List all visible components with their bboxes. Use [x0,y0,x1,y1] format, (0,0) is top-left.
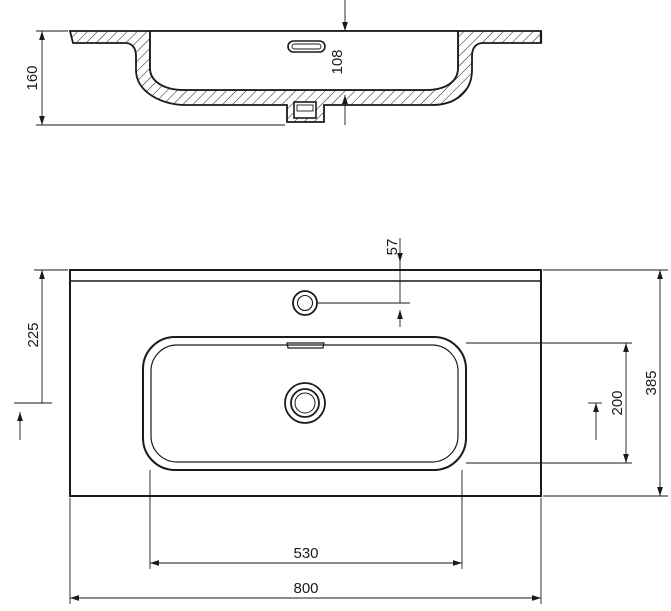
drain-outlet [293,101,317,119]
dim-tap-offset-label: 57 [384,239,401,256]
dim-height-label: 160 [24,65,41,90]
dim-depth-to-tap-label: 225 [25,322,42,347]
tap-hole [292,290,318,316]
dim-total-depth-label: 385 [643,370,660,395]
bowl-cavity [149,30,459,91]
dim-bowl-width-label: 530 [293,545,318,562]
overflow-slot [287,40,326,53]
dim-bowl-length-label: 200 [609,390,626,415]
dim-total-width-label: 800 [293,580,318,597]
dim-bowl-depth-label: 108 [329,49,346,74]
top-plan-view: 57 225 200 385 530 800 [14,238,668,604]
side-section-view: 160 108 [24,0,543,126]
